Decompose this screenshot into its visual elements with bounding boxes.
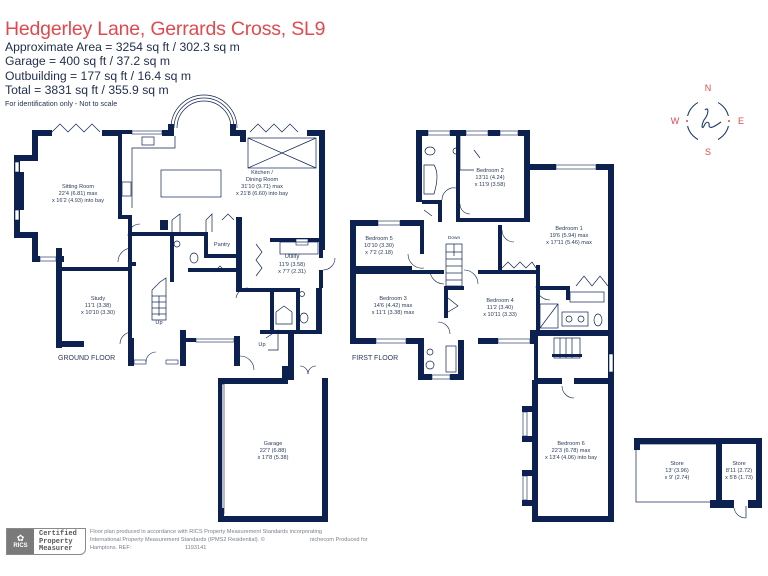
total-area: Total = 3831 sq ft / 355.9 sq m — [5, 82, 169, 97]
sitting-room-dim2: x 16'2 (4.93) into bay — [52, 198, 104, 204]
store-2-label: Store — [732, 461, 745, 467]
bedroom-2-dim2: x 11'9 (3.58) — [475, 182, 506, 188]
store-1-label: Store — [670, 461, 683, 467]
ground-floor: Pantry Utility 11'9 (3.58) x 7'7 (2.31) — [14, 94, 336, 522]
bedroom-2-dim1: 13'11 (4.24) — [475, 175, 504, 181]
first-floor-label: FIRST FLOOR — [352, 355, 398, 362]
reference-number: 1193141 — [185, 544, 207, 551]
store-2-dim1: 8'11 (2.72) — [726, 468, 752, 474]
study-dim1: 11'1 (3.38) — [85, 303, 111, 309]
bedroom-6-dim2: x 13'4 (4.06) into bay — [545, 455, 597, 461]
bedroom-1-dim2: x 17'11 (5.46) max — [546, 240, 592, 246]
bedroom-1-label: Bedroom 1 — [555, 226, 582, 232]
outbuilding: Store 13' (3.96) x 9' (2.74) Store 8'11 … — [634, 438, 762, 519]
bedroom-4-dim1: 11'2 (3.40) — [487, 305, 513, 311]
sitting-room-dim1: 22'4 (6.81) max — [59, 191, 98, 197]
plan-header: Hedgerley Lane, Gerrards Cross, SL9 Appr… — [5, 18, 326, 109]
disclaimer: Floor plan produced in accordance with R… — [90, 529, 400, 552]
badge-line-2: Property — [39, 537, 73, 546]
kitchen-label-1: Kitchen / — [251, 170, 273, 176]
store-2-dim2: x 5'8 (1.73) — [725, 475, 753, 481]
brand-logo-icon — [701, 108, 722, 129]
garage-label: Garage — [264, 441, 283, 447]
bedroom-4-label: Bedroom 4 — [486, 298, 513, 304]
bedroom-3-dim2: x 11'1 (3.38) max — [372, 310, 415, 316]
disclaimer-line-3: Hamptons. REF: — [90, 544, 132, 551]
kitchen-dim1: 31'10 (9.71) max — [241, 184, 283, 190]
bedroom-5-dim2: x 7'2 (2.18) — [365, 250, 393, 256]
bedroom-4-dim2: x 10'11 (3.33) — [483, 312, 517, 318]
bedroom-5-dim1: 10'10 (3.30) — [364, 243, 394, 249]
stairs-down-label: Down — [448, 235, 461, 241]
stairs-up-label: Up — [155, 320, 162, 326]
bedroom-2-label: Bedroom 2 — [476, 168, 503, 174]
compass-east: E — [738, 116, 744, 126]
store-1-dim1: 13' (3.96) — [665, 468, 689, 474]
bedroom-3-dim1: 14'6 (4.42) max — [374, 303, 413, 309]
utility-label: Utility — [285, 254, 300, 260]
plan-footer: ✿ RICS Certified Property Measurer Floor… — [6, 528, 766, 558]
bedroom-3-label: Bedroom 3 — [379, 296, 406, 302]
rics-badge-text: Certified Property Measurer — [34, 529, 85, 554]
producer-credit: nichecom Produced for — [310, 536, 368, 543]
badge-line-1: Certified — [39, 530, 77, 538]
garage-dim1: 22'7 (6.88) — [260, 448, 287, 454]
utility-dim2: x 7'7 (2.31) — [278, 269, 306, 275]
garage-area: Garage = 400 sq ft / 37.2 sq m — [5, 54, 170, 69]
utility-dim1: 11'9 (3.58) — [279, 262, 305, 268]
rics-logo: ✿ RICS — [7, 529, 34, 554]
kitchen-dim2: x 21'8 (6.60) into bay — [236, 191, 288, 197]
rics-emblem-icon: ✿ — [16, 533, 25, 543]
property-title: Hedgerley Lane, Gerrards Cross, SL9 — [5, 18, 326, 40]
outbuilding-area: Outbuilding = 177 sq ft / 16.4 sq m — [5, 68, 191, 83]
first-floor: Bedroom 2 13'11 (4.24) x 11'9 (3.58) Bed… — [350, 130, 614, 522]
scale-note: For identification only - Not to scale — [5, 99, 118, 109]
pantry-label: Pantry — [214, 242, 230, 248]
rics-badge: ✿ RICS Certified Property Measurer — [6, 528, 86, 555]
store-1-dim2: x 9' (2.74) — [665, 475, 690, 481]
disclaimer-line-1: Floor plan produced in accordance with R… — [90, 529, 322, 535]
rics-logo-text: RICS — [13, 543, 28, 549]
garage-dim2: x 17'8 (5.38) — [258, 455, 289, 461]
ground-floor-label: GROUND FLOOR — [58, 355, 115, 362]
study-dim2: x 10'10 (3.30) — [81, 310, 115, 316]
approx-area: Approximate Area = 3254 sq ft / 302.3 sq… — [5, 40, 240, 54]
bedroom-6-dim1: 22'3 (6.78) max — [552, 448, 591, 454]
compass-north: N — [705, 83, 712, 93]
kitchen-label-2: Dining Room — [246, 177, 279, 183]
compass-west: W — [671, 116, 680, 126]
disclaimer-line-2: International Property Measurement Stand… — [90, 536, 265, 543]
compass-icon: N S W E — [671, 83, 744, 157]
study-label: Study — [91, 296, 106, 302]
sitting-room-label: Sitting Room — [62, 184, 94, 190]
bedroom-1-dim1: 19'6 (5.94) max — [550, 233, 589, 239]
bedroom-5-label: Bedroom 5 — [365, 236, 392, 242]
badge-line-3: Measurer — [39, 545, 73, 553]
compass-south: S — [705, 147, 711, 157]
bedroom-6-label: Bedroom 6 — [557, 441, 584, 447]
stairs-up-label-2: Up — [258, 342, 265, 348]
